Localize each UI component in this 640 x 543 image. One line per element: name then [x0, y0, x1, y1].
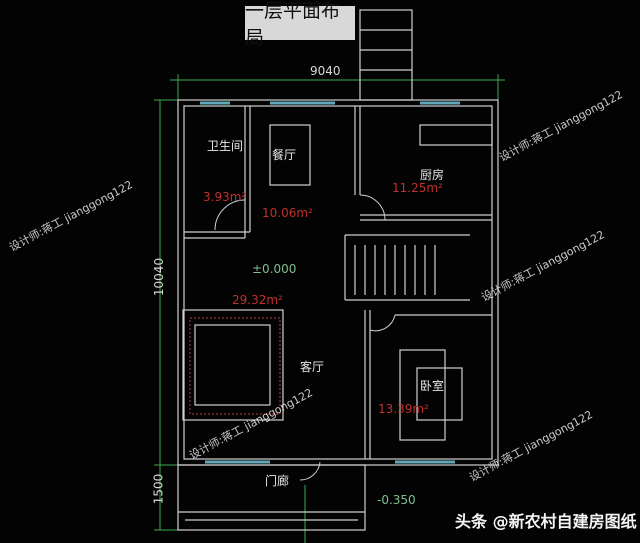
- doors: [214, 194, 396, 481]
- windows: [200, 101, 460, 464]
- bathroom-area: 3.93m²: [203, 190, 247, 204]
- outdoor-level: -0.350: [377, 493, 416, 507]
- dimension-depth: 10040: [152, 257, 167, 297]
- living-label: 客厅: [300, 360, 325, 374]
- dimension-lines: [154, 74, 505, 543]
- floor-level: ±0.000: [252, 262, 297, 276]
- walls: [177, 9, 499, 531]
- kitchen-area: 11.25m²: [392, 181, 443, 195]
- bedroom-area: 13.39m²: [378, 402, 429, 416]
- rug: [189, 317, 281, 415]
- dimension-porch: 1500: [151, 473, 166, 505]
- bedroom-label: 卧室: [420, 379, 445, 393]
- dining-label: 餐厅: [272, 148, 297, 162]
- dining-area: 10.06m²: [262, 206, 313, 220]
- porch-label: 门廊: [265, 474, 290, 488]
- dimension-width: 9040: [310, 64, 341, 78]
- kitchen-label: 厨房: [420, 168, 445, 182]
- drawing-title: 一层平面布局: [245, 0, 355, 49]
- living-area: 29.32m²: [232, 293, 283, 307]
- bathroom-label: 卫生间: [207, 139, 244, 153]
- source-credit: 头条 @新农村自建房图纸: [455, 512, 637, 531]
